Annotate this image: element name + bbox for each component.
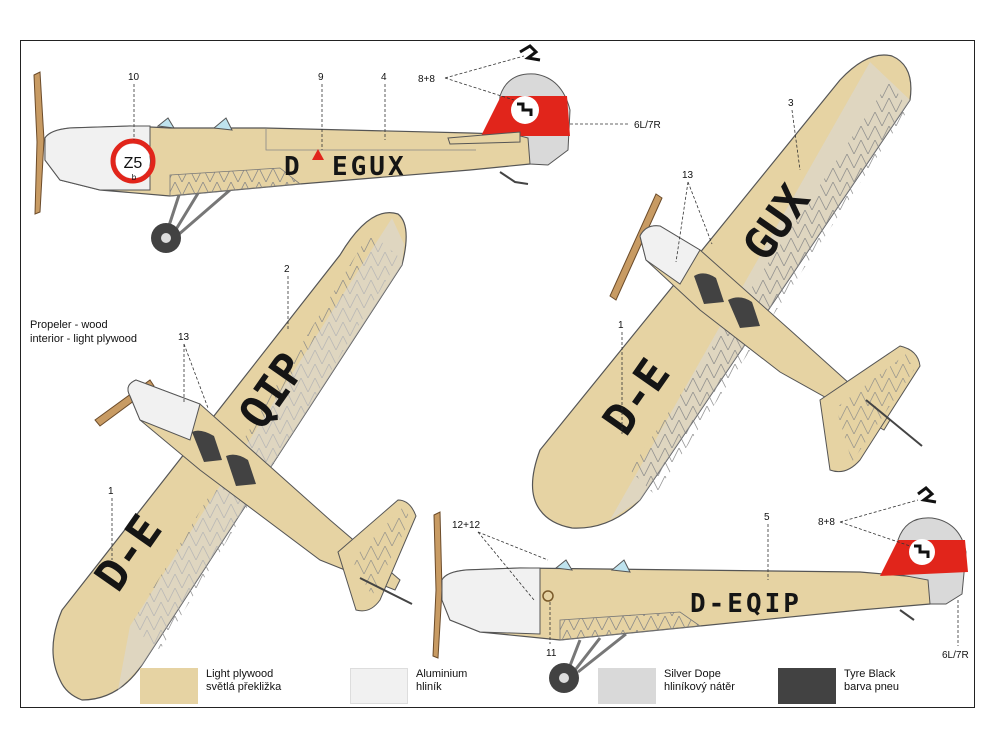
fuselage-emblem [542, 590, 554, 602]
propeller-note: Propeler - wood interior - light plywood [30, 318, 137, 346]
legend-local-plywood: světlá překližka [206, 681, 282, 693]
legend-name-aluminium: Aluminium [416, 668, 468, 680]
callout-13-left: 13 [178, 332, 190, 343]
engine-cowling-bottom [441, 567, 541, 635]
legend-local-silver-dope: hliníkový nátěr [664, 681, 735, 693]
code-roundel [110, 138, 156, 184]
detail-emblem-bottom [917, 486, 937, 504]
callout-6-top: 6L/7R [634, 120, 661, 131]
legend-item-silver-dope: Silver Dope hliníkový nátěr [598, 668, 735, 704]
legend-item-tyre-black: Tyre Black barva pneu [778, 668, 899, 704]
tail-skid [499, 171, 529, 185]
legend-local-tyre-black: barva pneu [844, 681, 900, 693]
tail-emblem-bottom [914, 544, 930, 558]
tail-emblem [517, 102, 533, 116]
registration-prefix-top: D [284, 152, 300, 182]
callout-9: 9 [318, 72, 324, 83]
leader-lines [111, 55, 959, 646]
callout-12: 12+12 [452, 520, 481, 531]
callout-13-right: 13 [682, 170, 694, 181]
planform-right: D-E GUX [531, 54, 923, 529]
callout-5: 5 [764, 512, 770, 523]
cockpit-front [192, 430, 222, 462]
callout-11: 11 [546, 648, 557, 659]
registration-top-side: EGUX [332, 152, 407, 182]
propeller-note-line1: Propeler - wood [30, 319, 108, 331]
propeller-right [609, 193, 663, 301]
legend-name-tyre-black: Tyre Black [844, 668, 896, 680]
callout-labels: 10 9 4 8+8 6L/7R 3 13 2 13 1 1 5 8+8 12+… [108, 72, 969, 661]
propeller [33, 71, 45, 215]
side-profile-top: Z5 b D EGUX [33, 71, 571, 253]
planform-left: D-E QIP [52, 212, 417, 701]
sheet-frame [20, 40, 975, 708]
cockpit-rear-right [728, 297, 760, 328]
windscreen-front [156, 117, 175, 129]
propeller-note-line2: interior - light plywood [30, 333, 137, 345]
legend-swatch-silver-dope [598, 668, 656, 704]
callout-8-bottom: 8+8 [818, 517, 835, 528]
callout-10: 10 [128, 72, 140, 83]
propeller-bottom [432, 511, 443, 659]
callout-1-right: 1 [618, 320, 624, 331]
wing-root-fairing [169, 167, 302, 197]
legend-swatch-tyre-black [778, 668, 836, 704]
fuselage-code: Z5 [124, 155, 143, 172]
side-profile-bottom: D-EQIP [432, 511, 968, 693]
callout-4: 4 [381, 72, 387, 83]
legend-swatch-plywood [140, 668, 198, 704]
cockpit-front-right [694, 273, 724, 304]
callout-8-top: 8+8 [418, 74, 435, 85]
tailplane [447, 131, 521, 145]
legend-name-plywood: Light plywood [206, 668, 274, 680]
detail-emblem-top [519, 44, 541, 62]
landing-gear [151, 188, 231, 253]
landing-gear-bottom [549, 632, 627, 693]
callout-3: 3 [788, 98, 794, 109]
registration-bottom-side: D-EQIP [690, 589, 802, 619]
callout-2: 2 [284, 264, 290, 275]
cockpit-rear [226, 454, 256, 486]
callout-1-left: 1 [108, 486, 114, 497]
legend-local-aluminium: hliník [416, 681, 442, 693]
windscreen-rear [212, 117, 233, 131]
legend-name-silver-dope: Silver Dope [664, 668, 721, 680]
legend-item-plywood: Light plywood světlá překližka [140, 668, 281, 704]
callout-6-bottom: 6L/7R [942, 650, 969, 661]
legend-item-aluminium: Aluminium hliník [350, 668, 467, 704]
legend-swatch-aluminium [350, 668, 408, 704]
fuselage-code-sub: b [132, 173, 137, 182]
registration-triangle [312, 149, 324, 160]
